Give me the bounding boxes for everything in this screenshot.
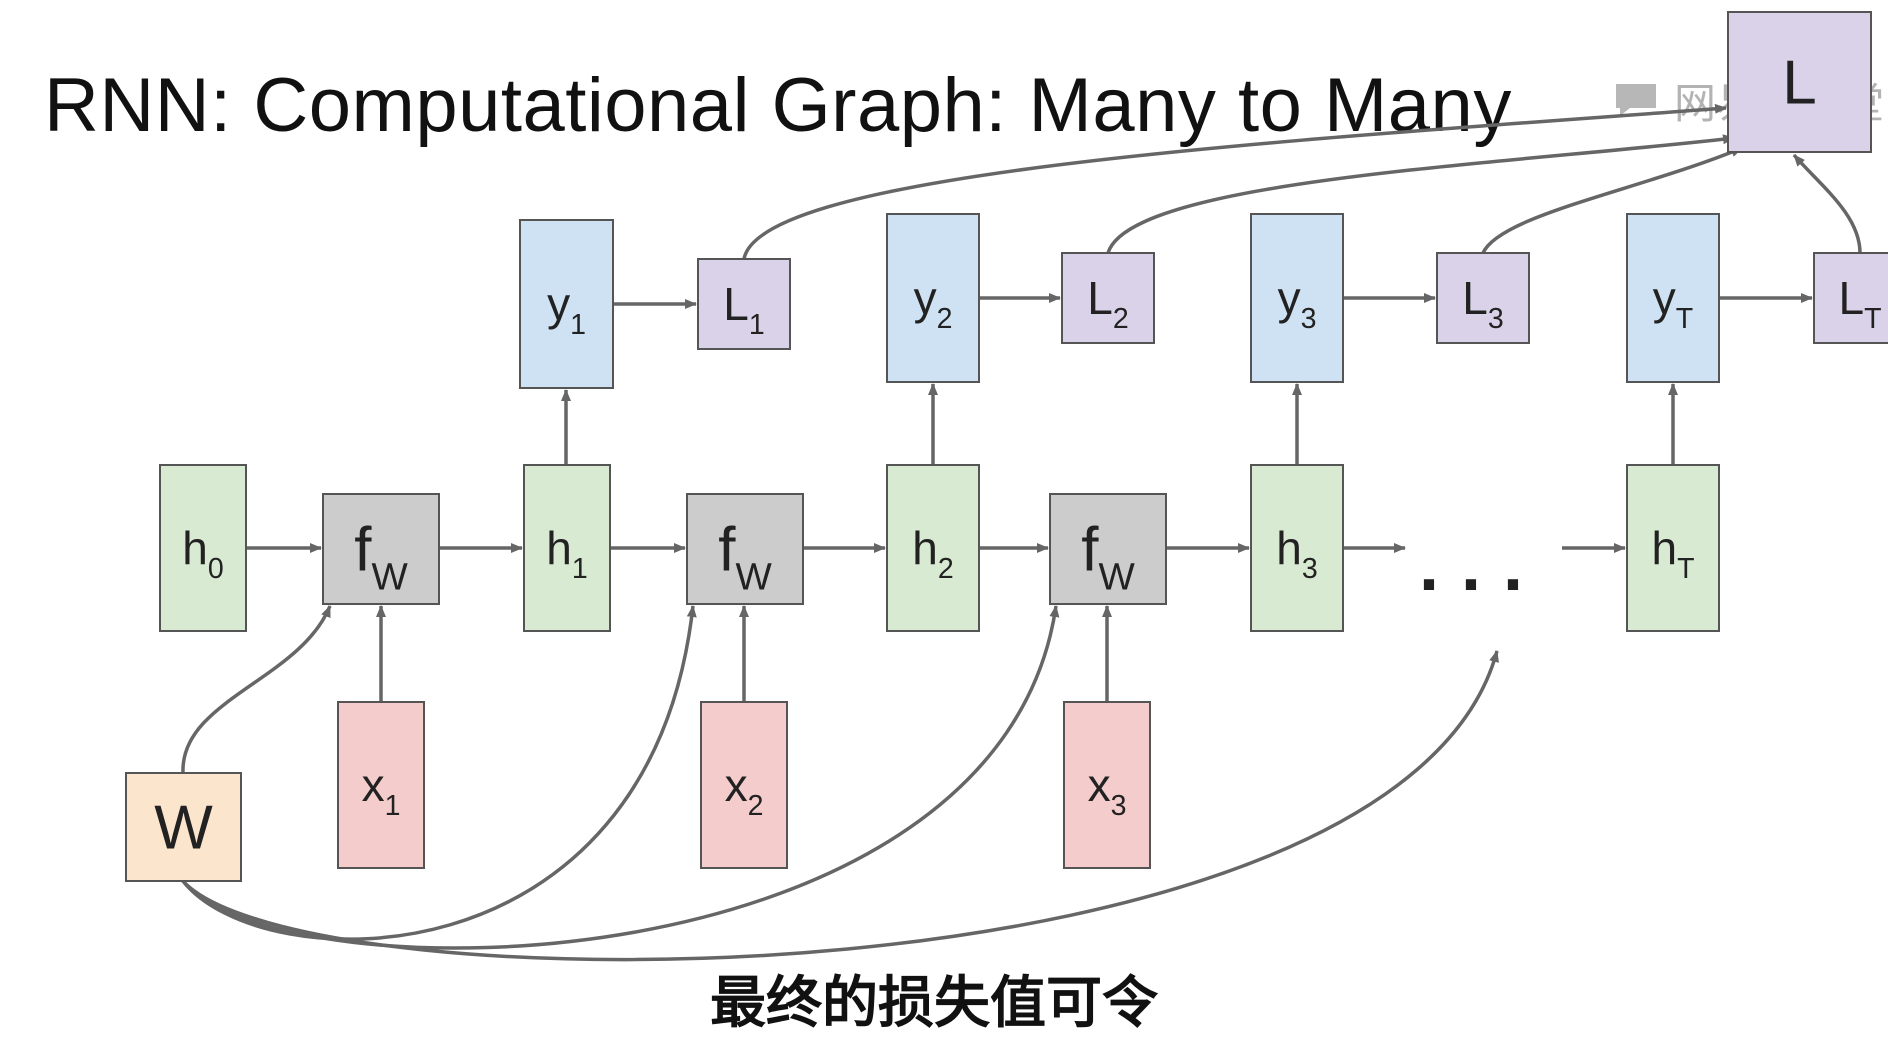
node-fw1: fW (322, 493, 440, 605)
node-label-ht: hT (1651, 522, 1694, 585)
node-x1: x1 (337, 701, 425, 869)
node-h3: h3 (1250, 464, 1344, 632)
node-w: W (125, 772, 242, 882)
node-h2: h2 (886, 464, 980, 632)
node-ht: hT (1626, 464, 1720, 632)
node-h0: h0 (159, 464, 247, 632)
edge-w-fw2 (181, 605, 697, 941)
node-h1: h1 (523, 464, 611, 632)
node-label-h2: h2 (912, 522, 953, 585)
node-label-y3: y3 (1278, 272, 1317, 335)
node-y3: y3 (1250, 213, 1344, 383)
node-y1: y1 (519, 219, 614, 389)
edge-w-fw3 (181, 605, 1060, 950)
node-fw3: fW (1049, 493, 1167, 605)
node-label-yt: yT (1653, 272, 1693, 335)
node-label-w: W (154, 794, 213, 863)
edge-w-ellipsis (181, 650, 1499, 962)
node-label-lt: LT (1838, 272, 1881, 335)
node-l3: L3 (1436, 252, 1530, 344)
node-yt: yT (1626, 213, 1720, 383)
node-label-l: L (1782, 49, 1816, 118)
node-label-x2: x2 (725, 759, 764, 822)
node-label-l3: L3 (1462, 272, 1503, 335)
node-l2: L2 (1061, 252, 1155, 344)
node-lt: LT (1813, 252, 1888, 344)
node-l1: L1 (697, 258, 791, 350)
computational-graph: h0 fW h1 fW h2 fW h3 hT x1 x2 x3 y1 y2 y3 yT L1 L2 L3 LT L W… (125, 11, 1888, 962)
node-label-fw3: fW (1081, 516, 1135, 599)
edge-w-fw1 (181, 605, 332, 774)
node-label-fw2: fW (718, 516, 772, 599)
edge-l3-total (1481, 146, 1743, 254)
node-label-x1: x1 (362, 759, 401, 822)
node-l: L (1727, 11, 1872, 153)
edge-l1-total (742, 103, 1727, 260)
node-label-y2: y2 (914, 272, 953, 335)
chat-bubble-icon (1616, 84, 1656, 116)
node-x3: x3 (1063, 701, 1151, 869)
node-label-l1: L1 (723, 278, 764, 341)
node-label-fw1: fW (354, 516, 408, 599)
node-label-h3: h3 (1276, 522, 1317, 585)
node-label-l2: L2 (1087, 272, 1128, 335)
node-y2: y2 (886, 213, 980, 383)
node-x2: x2 (700, 701, 788, 869)
node-label-x3: x3 (1088, 759, 1127, 822)
slide-title: RNN: Computational Graph: Many to Many (44, 63, 1512, 148)
edge-l2-total (1106, 134, 1735, 254)
node-label-h0: h0 (182, 522, 223, 585)
node-fw2: fW (686, 493, 804, 605)
edge-lt-total (1792, 153, 1862, 254)
ellipsis: ... (1419, 526, 1545, 606)
node-label-y1: y1 (547, 278, 586, 341)
node-label-h1: h1 (546, 522, 587, 585)
